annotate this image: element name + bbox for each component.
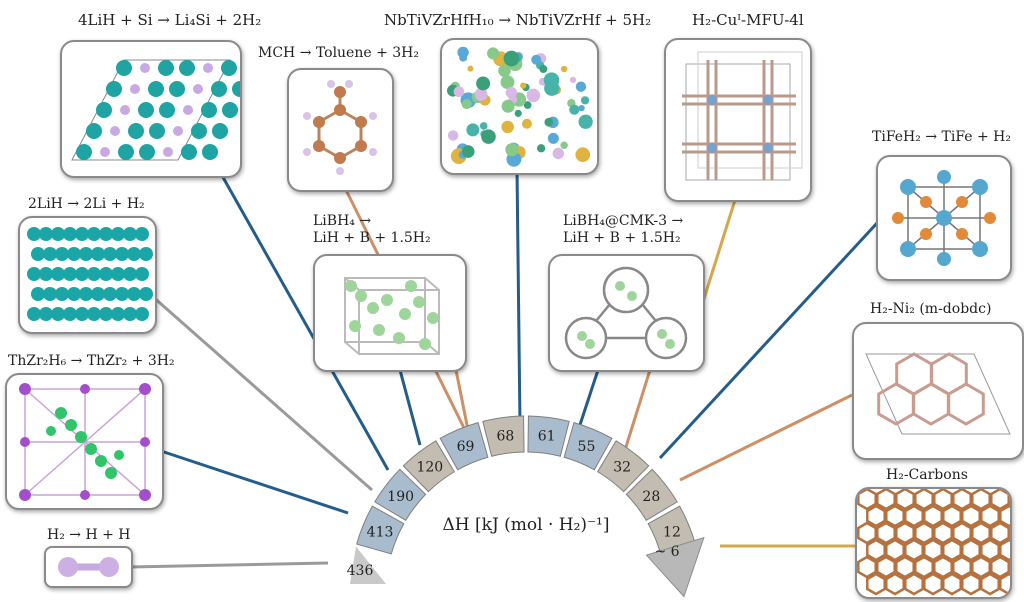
structure-carbons [855,487,1012,599]
arc-axis-label: ΔH [kJ (mol · H₂)⁻¹] [443,515,610,535]
structure-tife [876,155,1012,281]
structure-mch [287,68,394,192]
arc-segment [563,422,613,471]
arc-segment-value: 413 [367,525,394,541]
connector-h2 [129,561,329,569]
arc-segment [482,415,525,457]
structure-libh4 [313,254,467,372]
label-cmk-line2: LiH + B + 1.5H₂ [563,230,681,246]
arc-segment-value: 55 [578,439,596,455]
label-ni: H₂-Ni₂ (m-dobdc) [870,301,992,317]
arc-segment-value: 68 [496,428,514,444]
label-libh4-line2: LiH + B + 1.5H₂ [313,230,431,246]
arc-segment-value: 32 [613,460,631,476]
connector-tife [658,220,880,460]
connector-lisi [218,171,390,471]
arc-segment-value: 12 [663,525,681,541]
label-mch: MCH → Toluene + 3H₂ [258,45,420,61]
arc-right-end: ~ 6 [654,544,679,560]
label-cmk-line1: LiBH₄@CMK-3 → [563,213,684,229]
arc-segment [527,415,570,457]
arc-segment [374,468,427,521]
arc-segment [625,468,678,521]
connector-hea [515,169,522,426]
label-hea: NbTiVZrHfH₁₀ → NbTiVZrHf + 5H₂ [384,11,652,29]
connector-mfu [700,199,737,306]
structure-h2 [44,546,133,588]
label-libh4: LiBH₄ → LiH + B + 1.5H₂ [313,213,431,247]
label-cmk: LiBH₄@CMK-3 → LiH + B + 1.5H₂ [563,213,683,247]
label-libh4-line1: LiBH₄ → [313,213,372,229]
label-carbons: H₂-Carbons [886,467,968,483]
arc-segment-value: 61 [538,428,556,444]
label-lih: 2LiH → 2Li + H₂ [28,196,145,212]
structure-lisi [60,40,242,178]
connector-thzr [157,448,349,515]
label-h2: H₂ → H + H [47,527,131,543]
structure-hea [440,38,599,175]
arc-segment-value: 28 [642,489,660,505]
connector-libh4 [398,369,422,446]
label-thzr: ThZr₂H₆ → ThZr₂ + 3H₂ [8,353,175,369]
label-tife: TiFeH₂ → TiFe + H₂ [872,129,1012,145]
arc-segment [439,422,489,471]
arc-tail [350,546,386,584]
structure-ni [852,322,1024,460]
connector-lih [151,294,373,492]
arc-segment [356,505,405,555]
label-mfu: H₂-Cuᴵ-MFU-4l [692,11,804,29]
arc-segment-value: 120 [416,460,443,476]
arc-segment-value: 190 [387,489,414,505]
arc-segment [402,440,455,493]
structure-cmk [548,254,705,372]
connector-cmk-b [623,369,652,451]
structure-mfu [664,38,812,202]
arc-segment-value: 69 [457,439,475,455]
structure-lih [18,216,157,334]
structure-thzr [5,373,164,510]
arc-segment [597,440,650,493]
connector-ni [679,393,853,482]
label-lisi: 4LiH + Si → Li₄Si + 2H₂ [78,11,262,29]
arc-arrowhead [645,536,705,598]
arc-left-end: 436 [347,563,374,579]
